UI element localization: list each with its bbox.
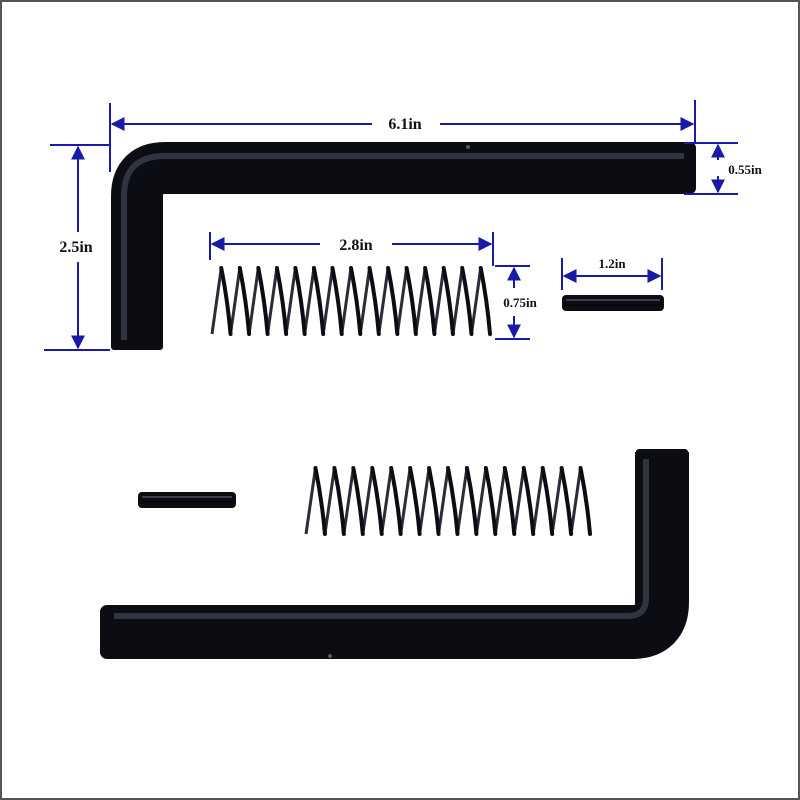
spring-bottom: [304, 466, 592, 536]
dimension-lines: [44, 100, 738, 351]
spring-coil-front: [367, 266, 381, 336]
spring-coil-front: [330, 266, 344, 336]
spring-coil-front: [389, 466, 403, 536]
roll-pin-bottom: [138, 492, 236, 508]
spring-coil-front: [446, 466, 460, 536]
spring-coil-front: [386, 266, 400, 336]
spring-coil-front: [578, 466, 592, 536]
spring-coil-front: [332, 466, 346, 536]
spring-coil-front: [540, 466, 555, 536]
spring-coil-back: [304, 467, 317, 535]
spring-coil-front: [219, 266, 233, 336]
spring-coil-front: [460, 266, 474, 336]
spring-coil-front: [404, 266, 418, 336]
spring-coil-front: [311, 266, 326, 336]
spring-top: [210, 266, 492, 336]
spring-coil-front: [521, 466, 536, 536]
spring-coil-front: [351, 466, 365, 536]
spring-coil-front: [427, 466, 441, 536]
spring-coil-front: [502, 466, 517, 536]
l-pin-top: [111, 142, 696, 350]
spring-coil-front: [293, 266, 307, 336]
spring-coil-front: [423, 266, 437, 336]
pin-length-label: 6.1in: [388, 116, 421, 133]
spring-coil-front: [408, 466, 422, 536]
spring-coil-front: [478, 266, 492, 336]
l-pin-bottom: [100, 449, 689, 659]
spring-coil-front: [441, 266, 455, 336]
spring-coil-front: [464, 466, 479, 536]
spring-coil-front: [237, 266, 252, 336]
spring-diameter-label: 0.75in: [503, 295, 537, 310]
spring-coil-front: [483, 466, 498, 536]
spring-coil-front: [274, 266, 289, 336]
spring-coil-front: [559, 466, 574, 536]
pin-height-label: 2.5in: [59, 239, 92, 256]
spring-coil-front: [256, 266, 270, 336]
spring-length-label: 2.8in: [339, 237, 372, 254]
roll-pin-top: [562, 295, 664, 311]
pin-diameter-label: 0.55in: [728, 162, 762, 177]
spring-coil-front: [349, 266, 363, 336]
roll-pin-length-label: 1.2in: [598, 256, 626, 271]
spring-coil-front: [370, 466, 384, 536]
spring-coil-front: [313, 466, 327, 536]
